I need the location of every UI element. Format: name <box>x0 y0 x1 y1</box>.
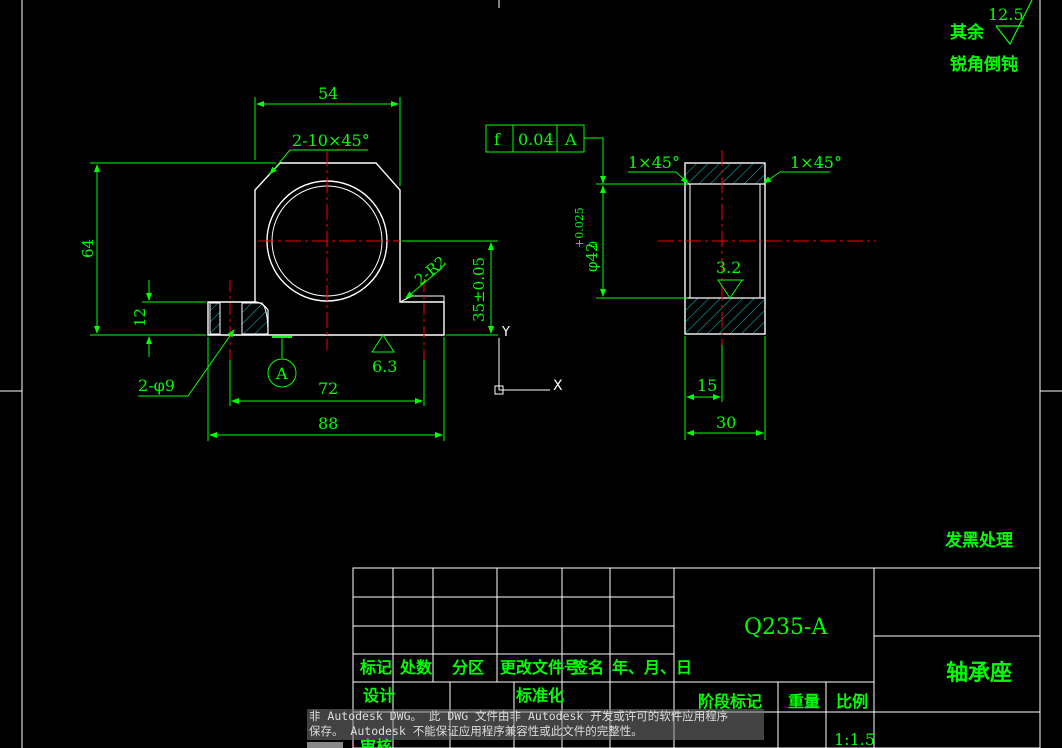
svg-text:2-φ9: 2-φ9 <box>138 376 175 395</box>
front-view: 54 2-10×45° 64 12 35±0.05 2-R2 2-φ9 A <box>79 84 498 441</box>
svg-text:72: 72 <box>318 379 338 398</box>
svg-text:64: 64 <box>79 239 97 258</box>
svg-text:Q235-A: Q235-A <box>744 615 828 640</box>
svg-text:35±0.05: 35±0.05 <box>470 257 488 322</box>
svg-text:2-10×45°: 2-10×45° <box>292 131 370 150</box>
title-block-text: 标记 处数 分区 更改文件号 签名 年、月、日 设计 标准化 阶段标记 重量 比… <box>359 615 1012 748</box>
svg-text:Y: Y <box>501 325 510 340</box>
svg-text:X: X <box>553 378 563 394</box>
svg-text:0: 0 <box>587 241 600 248</box>
svg-text:重量: 重量 <box>788 692 820 711</box>
svg-text:签名: 签名 <box>571 658 604 677</box>
svg-text:审核: 审核 <box>360 737 392 748</box>
svg-text:轴承座: 轴承座 <box>946 660 1012 686</box>
svg-text:年、月、日: 年、月、日 <box>612 658 692 677</box>
ucs-icon: Y X <box>494 325 563 395</box>
svg-text:f: f <box>494 130 501 149</box>
svg-text:A: A <box>275 364 288 383</box>
svg-text:+0.025: +0.025 <box>573 207 586 248</box>
side-view: f 0.04 A 1×45° 1×45° φ42 +0.025 0 3.2 <box>485 124 876 440</box>
svg-text:标记: 标记 <box>359 658 392 677</box>
svg-text:设计: 设计 <box>363 686 395 705</box>
svg-text:0.04: 0.04 <box>518 130 554 149</box>
svg-text:更改文件号: 更改文件号 <box>500 658 580 677</box>
surface-treatment-note: 发黑处理 <box>944 530 1013 551</box>
svg-text:88: 88 <box>318 414 338 433</box>
svg-text:1×45°: 1×45° <box>790 153 842 172</box>
svg-text:1×45°: 1×45° <box>628 153 680 172</box>
svg-text:6.3: 6.3 <box>372 357 397 376</box>
svg-text:比例: 比例 <box>836 692 868 711</box>
svg-text:A: A <box>564 130 577 149</box>
svg-text:阶段标记: 阶段标记 <box>698 692 762 711</box>
svg-text:2-R2: 2-R2 <box>411 252 450 289</box>
notice-tab[interactable] <box>307 742 343 748</box>
svg-text:54: 54 <box>318 84 338 103</box>
svg-text:15: 15 <box>697 376 717 395</box>
svg-text:φ42: φ42 <box>583 242 601 272</box>
svg-text:标准化: 标准化 <box>515 686 564 705</box>
notice-line-2: 保存。 Autodesk 不能保证应用程序兼容性或此文件的完整性。 <box>309 724 643 738</box>
svg-text:12.5: 12.5 <box>988 5 1024 24</box>
svg-text:其余: 其余 <box>950 22 985 43</box>
svg-text:30: 30 <box>716 413 736 432</box>
svg-text:分区: 分区 <box>452 658 484 677</box>
svg-text:处数: 处数 <box>399 658 433 677</box>
svg-text:锐角倒钝: 锐角倒钝 <box>950 54 1018 75</box>
svg-text:1:1.5: 1:1.5 <box>834 730 875 748</box>
roughness-note: 其余 12.5 锐角倒钝 <box>950 0 1033 75</box>
notice-line-1: 非 Autodesk DWG。 此 DWG 文件由非 Autodesk 开发或许… <box>309 709 729 723</box>
svg-text:3.2: 3.2 <box>716 258 741 277</box>
svg-text:12: 12 <box>131 308 149 327</box>
dwg-compatibility-notice: 非 Autodesk DWG。 此 DWG 文件由非 Autodesk 开发或许… <box>307 709 764 740</box>
